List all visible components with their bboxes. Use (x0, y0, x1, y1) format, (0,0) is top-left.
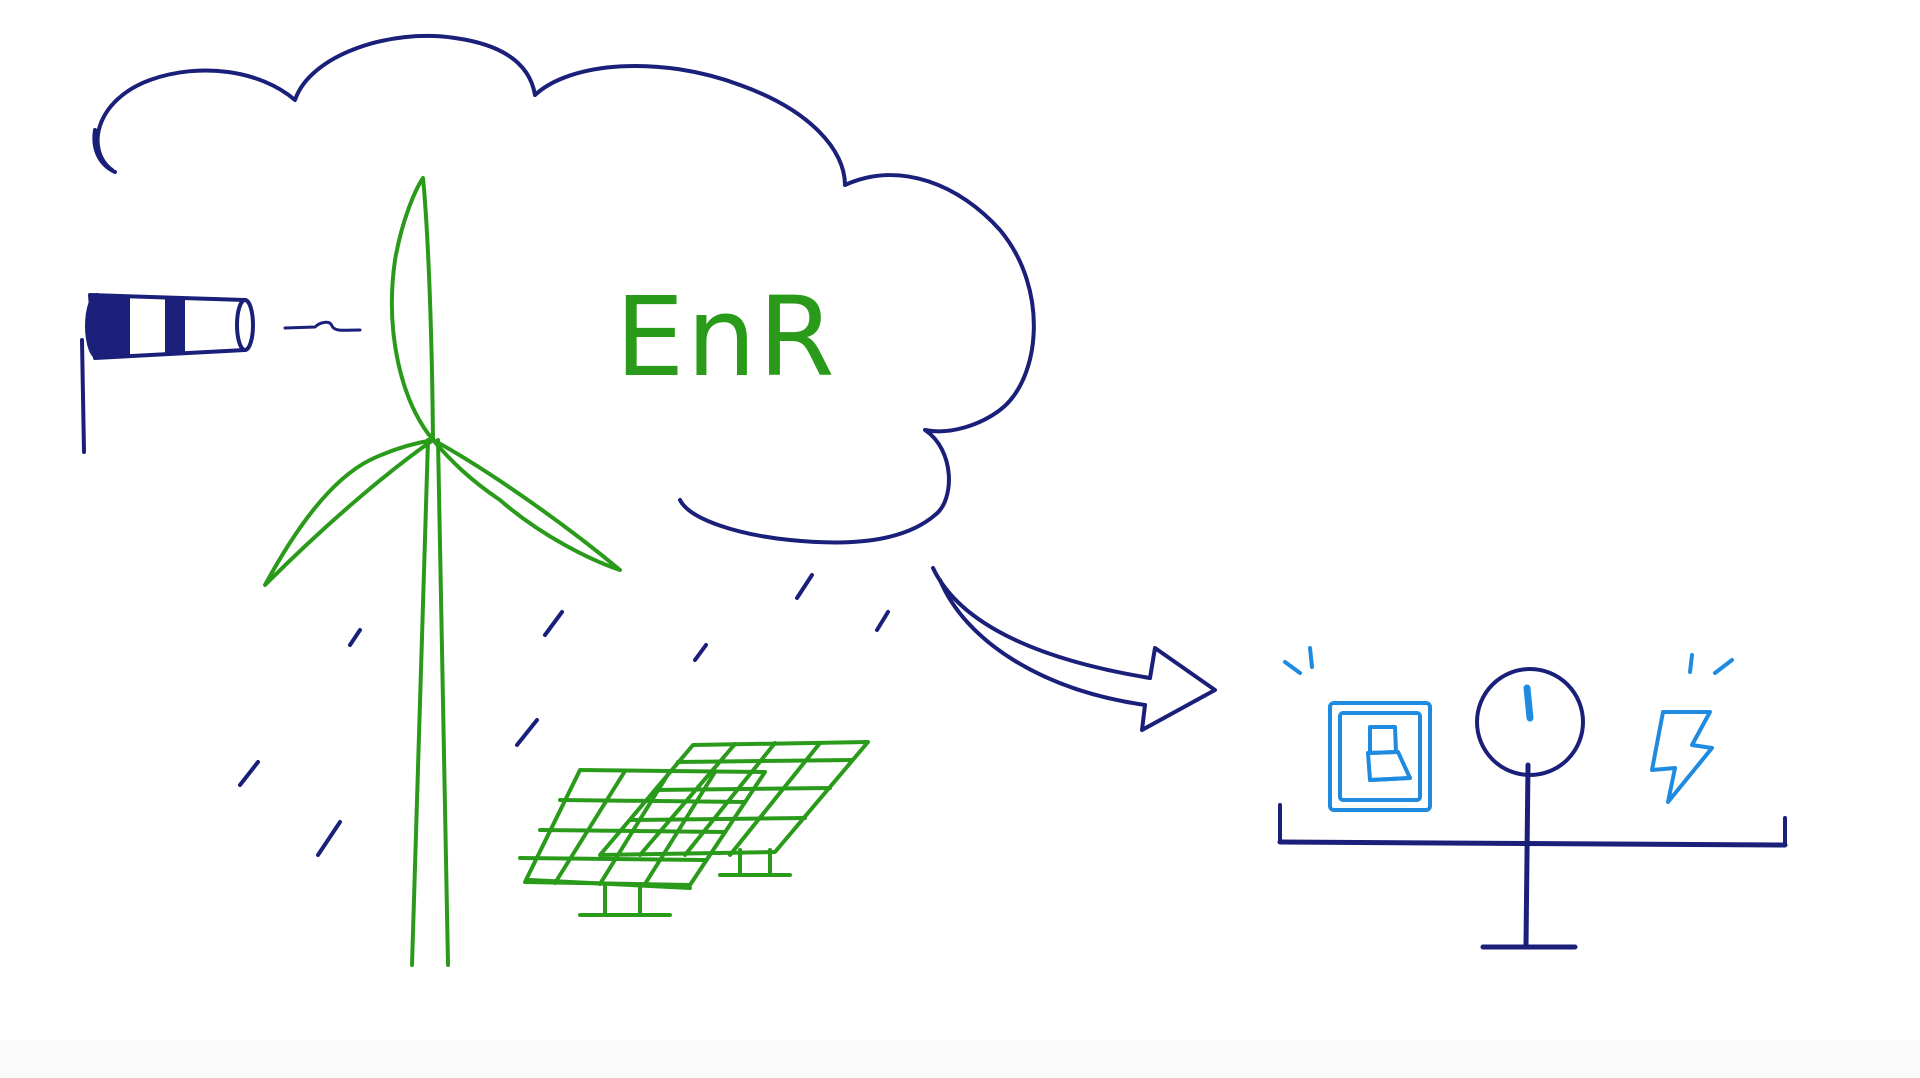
arrow-icon (931, 566, 1217, 732)
solar-panel-icon (518, 740, 870, 917)
wind-turbine-icon (263, 176, 622, 967)
cloud-label: EnR (615, 273, 837, 401)
windsock-icon (80, 293, 362, 454)
bottom-band (0, 1040, 1920, 1078)
balance-scale (1277, 762, 1788, 950)
switch-icon (1283, 646, 1432, 812)
cloud-icon (92, 33, 1036, 545)
meter-icon (1475, 667, 1585, 777)
lightning-icon (1650, 653, 1734, 804)
rain-drops (238, 573, 890, 857)
